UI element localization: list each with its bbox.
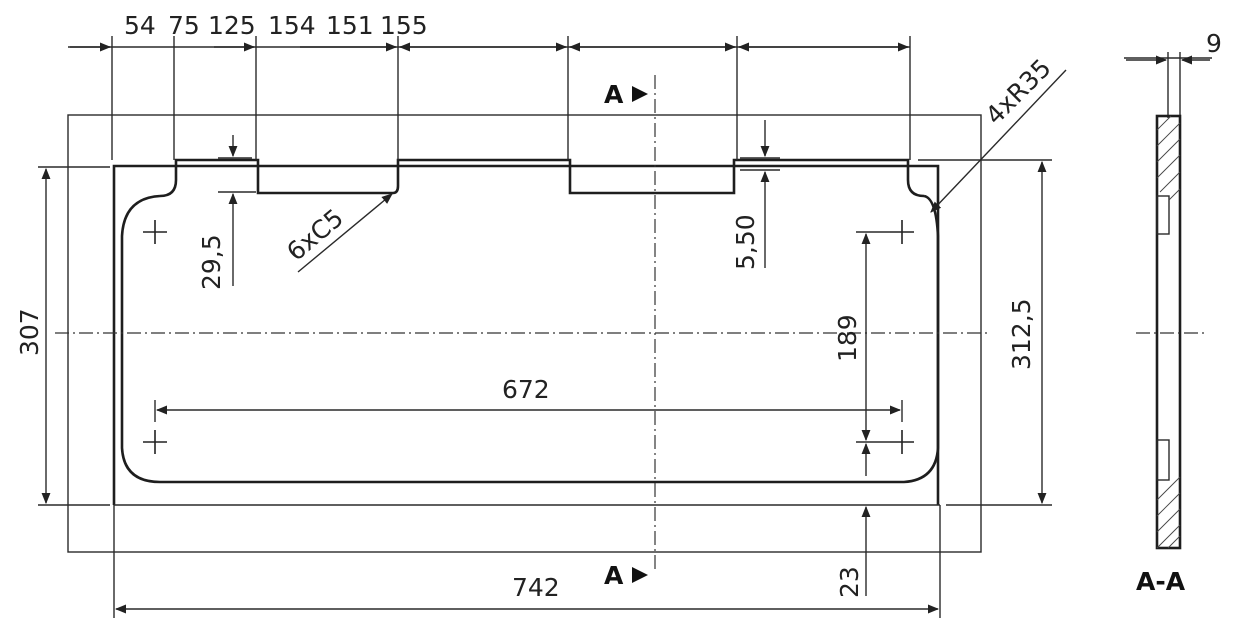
dim-5-50-lines (740, 120, 780, 268)
section-view (1124, 52, 1212, 550)
dim-312-5: 312,5 (1007, 298, 1036, 370)
dim-5-50: 5,50 (731, 214, 760, 270)
dim-29-5-lines (218, 135, 256, 286)
dim-29-5: 29,5 (197, 234, 226, 290)
dim-9: 9 (1206, 29, 1222, 58)
top-dim-155: 155 (380, 11, 428, 40)
section-arrow-bottom (632, 567, 648, 583)
dim-672: 672 (502, 375, 550, 404)
dim-307-lines (38, 166, 110, 506)
dim-23: 23 (835, 566, 864, 598)
section-title: A-A (1136, 567, 1186, 596)
dim-742: 742 (512, 573, 560, 602)
top-dim-125: 125 (208, 11, 256, 40)
top-dim-151: 151 (326, 11, 374, 40)
dim-672-lines (154, 400, 903, 422)
top-dim-54: 54 (124, 11, 156, 40)
top-dim-75: 75 (168, 11, 200, 40)
leader-6xc5 (297, 193, 393, 273)
hole-marks (143, 220, 914, 454)
top-dim-154: 154 (268, 11, 316, 40)
panel-edge-notches (159, 158, 925, 198)
leader-4xr35 (930, 69, 1067, 213)
section-arrow-top (632, 86, 648, 102)
dim-307: 307 (15, 308, 44, 356)
section-marker-bottom: A (604, 561, 624, 590)
dim-742-lines (113, 505, 941, 618)
panel-outline (112, 164, 940, 505)
dim-312-5-lines (918, 159, 1052, 506)
dim-189: 189 (833, 314, 862, 362)
top-dimension-chain (68, 36, 911, 160)
inner-cutout (120, 194, 940, 484)
section-marker-top: A (604, 80, 624, 109)
